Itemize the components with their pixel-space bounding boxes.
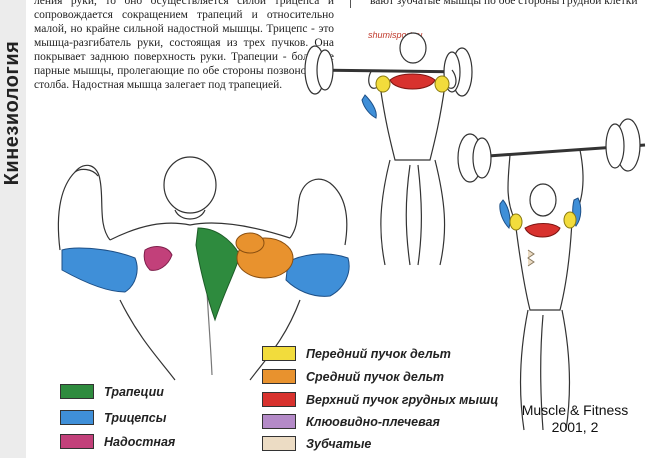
legend-swatch — [262, 346, 296, 361]
source-citation: Muscle & Fitness 2001, 2 — [508, 402, 642, 436]
supraspinatus-muscle — [143, 246, 173, 271]
trapezius-muscle — [195, 227, 241, 322]
front2-anterior-deltoid-l — [509, 213, 523, 231]
rear-deltoid — [235, 232, 265, 254]
article-text: ления руки, то оно осуществляется силой … — [34, 0, 334, 91]
legend-item-middle-delt: Средний пучок дельт — [262, 369, 444, 384]
legend-swatch — [262, 436, 296, 451]
front2-anterior-deltoid-r — [563, 211, 577, 229]
section-title: Кинезиология — [1, 40, 23, 186]
watermark: shumisport.ru — [368, 30, 423, 40]
legend-item-triceps: Трицепсы — [60, 410, 166, 425]
legend-swatch — [262, 369, 296, 384]
legend-label: Верхний пучок грудных мышц — [306, 392, 499, 407]
legend-label: Трицепсы — [104, 410, 167, 425]
front-figure-2 — [457, 118, 646, 431]
front2-serratus — [527, 249, 535, 267]
sidebar-band: Кинезиология — [0, 0, 26, 458]
legend-swatch — [60, 410, 94, 425]
legend-label: Зубчатые — [306, 436, 372, 451]
source-line-1: Muscle & Fitness — [521, 402, 629, 418]
front-figure-1 — [304, 32, 473, 266]
anatomy-illustrations — [57, 32, 646, 431]
column-divider — [350, 0, 351, 8]
legend-item-serratus: Зубчатые — [262, 436, 371, 451]
legend-swatch — [262, 392, 296, 407]
legend-item-anterior-delt: Передний пучок дельт — [262, 346, 451, 361]
legend-label: Передний пучок дельт — [306, 346, 451, 361]
legend-label: Трапеции — [104, 384, 164, 399]
legend-swatch — [262, 414, 296, 429]
legend-label: Надостная — [104, 434, 176, 449]
legend-item-upper-pecs: Верхний пучок грудных мышц — [262, 392, 498, 407]
front1-anterior-deltoid-l — [375, 75, 391, 93]
front2-triceps-l — [499, 199, 511, 229]
front1-pectoral — [389, 73, 436, 90]
back-view-figure — [57, 156, 348, 381]
legend-item-trapezius: Трапеции — [60, 384, 164, 399]
front2-pectoral — [524, 223, 561, 238]
front1-anterior-deltoid-r — [434, 75, 450, 93]
triceps-right — [285, 253, 350, 297]
triceps-left — [61, 247, 138, 293]
source-line-2: 2001, 2 — [551, 419, 599, 435]
legend-label: Средний пучок дельт — [306, 369, 444, 384]
legend-item-supraspinatus: Надостная — [60, 434, 175, 449]
legend-swatch — [60, 384, 94, 399]
article-text-continued: вают зубчатые мышцы по обе стороны грудн… — [370, 0, 638, 7]
front1-triceps — [361, 94, 377, 119]
legend-swatch — [60, 434, 94, 449]
legend-item-coracobrachialis: Клюовидно-плечевая — [262, 414, 440, 429]
legend-label: Клюовидно-плечевая — [306, 414, 440, 429]
